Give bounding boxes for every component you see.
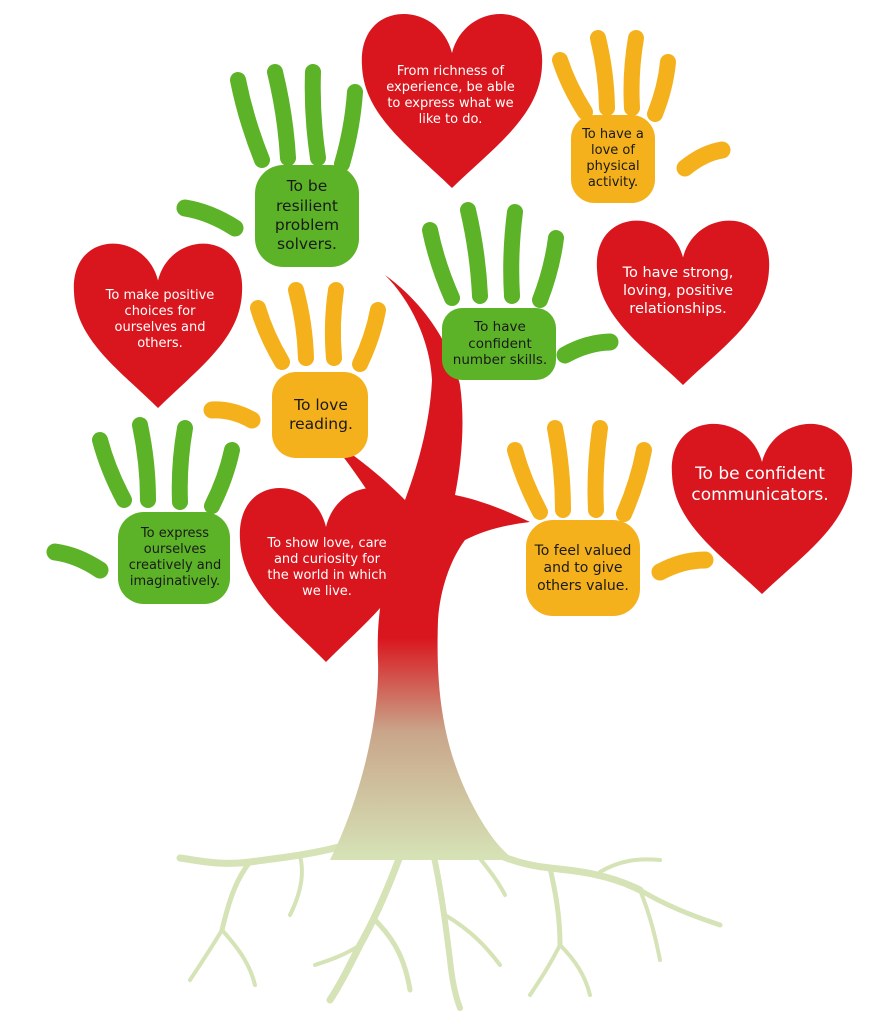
hand-physical-label: To have a love of physical activity. [582,126,644,191]
hand-reading-label: To love reading. [289,395,353,433]
hand-reading-thumb [203,401,261,429]
heart-choices-label: To make positive choices for ourselves a… [105,287,215,352]
hand-reading-finger [250,300,290,370]
hand-physical-thumb [676,141,731,177]
hand-valued-thumb [651,551,714,581]
hand-number-finger [532,230,564,308]
hands-group [46,30,731,616]
hand-express-thumb [46,543,109,579]
hand-express-label: To express ourselves creatively and imag… [128,525,222,590]
hand-physical-shape [552,30,731,203]
hand-resilient-thumb [176,199,244,237]
hand-number-finger [460,202,488,304]
hand-number-shape [422,202,619,380]
hand-express-palm [118,512,230,604]
hand-number-thumb [556,333,619,364]
hand-resilient-finger [304,64,326,166]
hand-physical-finger [590,30,615,116]
hand-resilient-finger [230,72,270,168]
hand-valued-shape [507,420,714,616]
hand-valued-finger [616,442,652,522]
hand-valued-palm [526,520,640,616]
hand-physical-palm [571,115,655,203]
hand-express-shape [46,417,240,604]
heart-richness-label: From richness of experience, be able to … [386,63,515,128]
hand-valued-finger [587,420,608,518]
hand-physical-finger [552,52,593,120]
hand-resilient-finger [334,84,363,172]
hand-physical-finger [623,30,644,116]
hand-express-finger [204,442,240,514]
hand-resilient-finger [267,64,296,166]
heart-relationships-shape [596,220,770,385]
hand-valued-label: To feel valued and to give others value. [534,542,632,594]
hand-valued-finger [547,420,571,518]
hand-express-finger [92,432,132,508]
hand-number-finger [422,222,460,306]
hand-resilient-label: To be resilient problem solvers. [274,177,340,254]
hand-reading-finger [352,302,386,372]
hand-number-finger [503,204,523,304]
heart-love-care-label: To show love, care and curiosity for the… [267,535,387,600]
heart-love-care-shape [239,487,413,662]
hand-reading-palm [272,372,368,458]
heart-communicators-label: To be confident communicators. [691,463,829,505]
heart-richness-shape [361,13,543,189]
hand-reading-shape [203,282,386,458]
heart-choices-shape [73,243,243,408]
hand-resilient-palm [255,165,359,267]
hearts-group [73,13,853,662]
hand-resilient-shape [176,64,363,267]
hand-express-finger [132,417,156,508]
hand-reading-finger [324,282,344,366]
hand-number-palm [442,308,556,380]
heart-relationships-label: To have strong, loving, positive relatio… [622,264,734,318]
hand-valued-finger [507,442,548,520]
heart-communicators-shape [671,423,853,594]
hand-express-finger [171,420,193,510]
hand-reading-finger [288,282,314,366]
tree-trunk [330,275,530,860]
hand-physical-finger [647,54,676,122]
hand-number-label: To have confident number skills. [452,318,548,369]
